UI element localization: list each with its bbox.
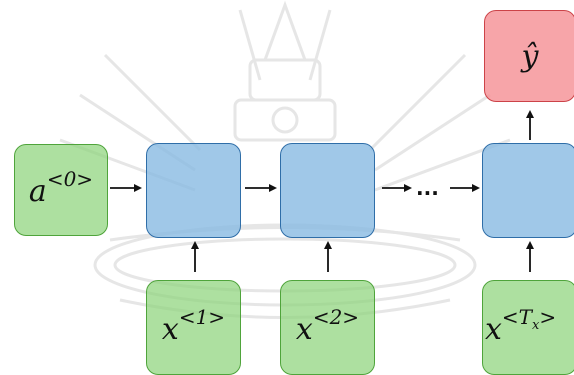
hidden-cell-2 — [280, 143, 375, 238]
ellipsis: ... — [416, 176, 439, 200]
y-hat-label: ŷ — [521, 38, 539, 74]
a0-label: a<0> — [28, 167, 94, 209]
x1-label: x<1> — [161, 304, 226, 347]
xTx-label: x<Tx> — [485, 304, 557, 347]
output-y-hat-box: ŷ — [484, 10, 574, 102]
x2-label: x<2> — [295, 304, 360, 347]
input-x1-box: x<1> — [146, 280, 241, 375]
hidden-cell-final — [482, 143, 574, 238]
input-xTx-box: x<Tx> — [482, 280, 574, 375]
input-x2-box: x<2> — [280, 280, 375, 375]
hidden-cell-1 — [146, 143, 241, 238]
initial-activation-box: a<0> — [14, 144, 108, 236]
